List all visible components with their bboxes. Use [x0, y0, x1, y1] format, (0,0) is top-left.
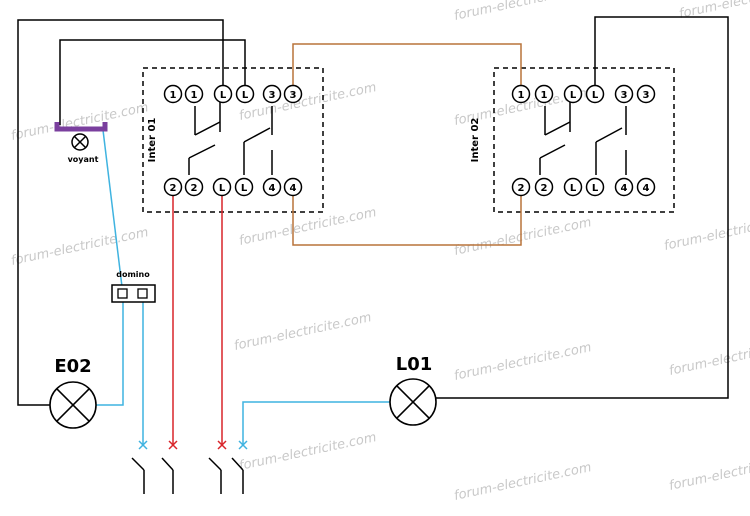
watermark: forum-electricite.com [663, 210, 750, 254]
lamp-l01-label: L01 [396, 354, 433, 375]
switch2-bottom-terminal: L [585, 177, 605, 197]
switch2-bottom-terminal: L [563, 177, 583, 197]
watermark: forum-electricite.com [233, 310, 373, 354]
indicator-lamp-icon [71, 133, 89, 151]
wire-end-x-icon [217, 440, 227, 450]
breaker-pole-icon [208, 457, 222, 494]
terminal-label: 2 [541, 183, 548, 194]
domino-slot [137, 288, 148, 299]
watermarks: forum-electricite.com forum-electricite.… [10, 0, 750, 504]
lamp-e02: E02 [49, 356, 97, 429]
terminal-label: 3 [643, 90, 650, 101]
switch1-label: Inter 01 [147, 118, 158, 163]
domino-connector: domino [111, 270, 156, 303]
breaker-pole-icon [131, 457, 145, 494]
switch2-top-terminal: 3 [636, 84, 656, 104]
domino-label: domino [116, 270, 150, 279]
switch2-contacts [539, 102, 627, 175]
switch1-top-terminal: L [213, 84, 233, 104]
switch1-top-terminal: 3 [262, 84, 282, 104]
terminal-label: 1 [170, 90, 177, 101]
wire-end-markers [138, 440, 248, 450]
blue-wires [96, 129, 390, 445]
terminal-label: 4 [290, 183, 297, 194]
switch1-bottom-terminal: 2 [163, 177, 183, 197]
breaker-pole-icon [231, 457, 244, 494]
watermark: forum-electricite.com [668, 335, 750, 379]
terminal-label: L [570, 183, 577, 194]
wire-end-x-icon [168, 440, 178, 450]
black-wires [17, 16, 729, 406]
switch2-terminals: 1 1 L L 3 3 2 2 L L 4 4 [511, 84, 656, 197]
terminal-label: L [241, 183, 248, 194]
switch2-top-terminal: L [585, 84, 605, 104]
switch1-top-terminal: 3 [283, 84, 303, 104]
watermark: forum-electricite.com [668, 450, 750, 494]
lamp-icon [389, 378, 437, 426]
switch2-top-terminal: 3 [614, 84, 634, 104]
switch1-bottom-terminal: 4 [283, 177, 303, 197]
watermark: forum-electricite.com [453, 0, 593, 24]
terminal-label: 3 [290, 90, 297, 101]
breaker-switches [131, 457, 244, 494]
terminal-label: 4 [643, 183, 650, 194]
switch2-top-terminal: L [563, 84, 583, 104]
lamp-l01: L01 [389, 354, 437, 426]
switch2-top-terminal: 1 [511, 84, 531, 104]
terminal-label: 1 [541, 90, 548, 101]
brown-wires [292, 43, 522, 246]
switch1-box [142, 67, 324, 213]
watermark: forum-electricite.com [10, 225, 150, 269]
domino-slot [117, 288, 128, 299]
terminal-label: L [592, 90, 599, 101]
terminal-label: 2 [191, 183, 198, 194]
switch2-bottom-terminal: 4 [636, 177, 656, 197]
switch2-bottom-terminal: 4 [614, 177, 634, 197]
switch1-contacts [188, 102, 273, 175]
red-wires [172, 189, 223, 445]
switch1-top-terminal: L [235, 84, 255, 104]
switch1-bottom-terminal: 2 [184, 177, 204, 197]
terminal-label: 4 [621, 183, 628, 194]
breaker-pole-icon [161, 457, 174, 494]
terminal-label: 3 [269, 90, 276, 101]
wire-end-x-icon [238, 440, 248, 450]
watermark: forum-electricite.com [453, 215, 593, 259]
switch1-top-terminal: 1 [163, 84, 183, 104]
lamp-e02-label: E02 [54, 356, 91, 377]
terminal-label: L [592, 183, 599, 194]
terminal-label: 2 [518, 183, 525, 194]
watermark: forum-electricite.com [238, 80, 378, 124]
terminal-label: L [219, 183, 226, 194]
switch2-bottom-terminal: 2 [534, 177, 554, 197]
terminal-label: L [220, 90, 227, 101]
switch1-top-terminal: 1 [184, 84, 204, 104]
switch1-terminals: 1 1 L L 3 3 2 2 L L 4 4 [163, 84, 303, 197]
lamp-icon [49, 381, 97, 429]
terminal-label: 3 [621, 90, 628, 101]
terminal-label: L [570, 90, 577, 101]
voyant-indicator: voyant [54, 122, 108, 164]
terminal-label: 1 [518, 90, 525, 101]
watermark: forum-electricite.com [453, 340, 593, 384]
wire-end-x-icon [138, 440, 148, 450]
terminal-label: 4 [269, 183, 276, 194]
watermark: forum-electricite.com [453, 460, 593, 504]
watermark: forum-electricite.com [238, 430, 378, 474]
switch2-top-terminal: 1 [534, 84, 554, 104]
terminal-label: L [242, 90, 249, 101]
switch1-bottom-terminal: L [234, 177, 254, 197]
switch2-bottom-terminal: 2 [511, 177, 531, 197]
voyant-label: voyant [68, 155, 99, 164]
switch1-bottom-terminal: 4 [262, 177, 282, 197]
switch1-bottom-terminal: L [212, 177, 232, 197]
terminal-label: 1 [191, 90, 198, 101]
terminal-label: 2 [170, 183, 177, 194]
switch2-box [493, 67, 675, 213]
watermark: forum-electricite.com [678, 0, 750, 22]
switch2-label: Inter 02 [470, 118, 481, 163]
